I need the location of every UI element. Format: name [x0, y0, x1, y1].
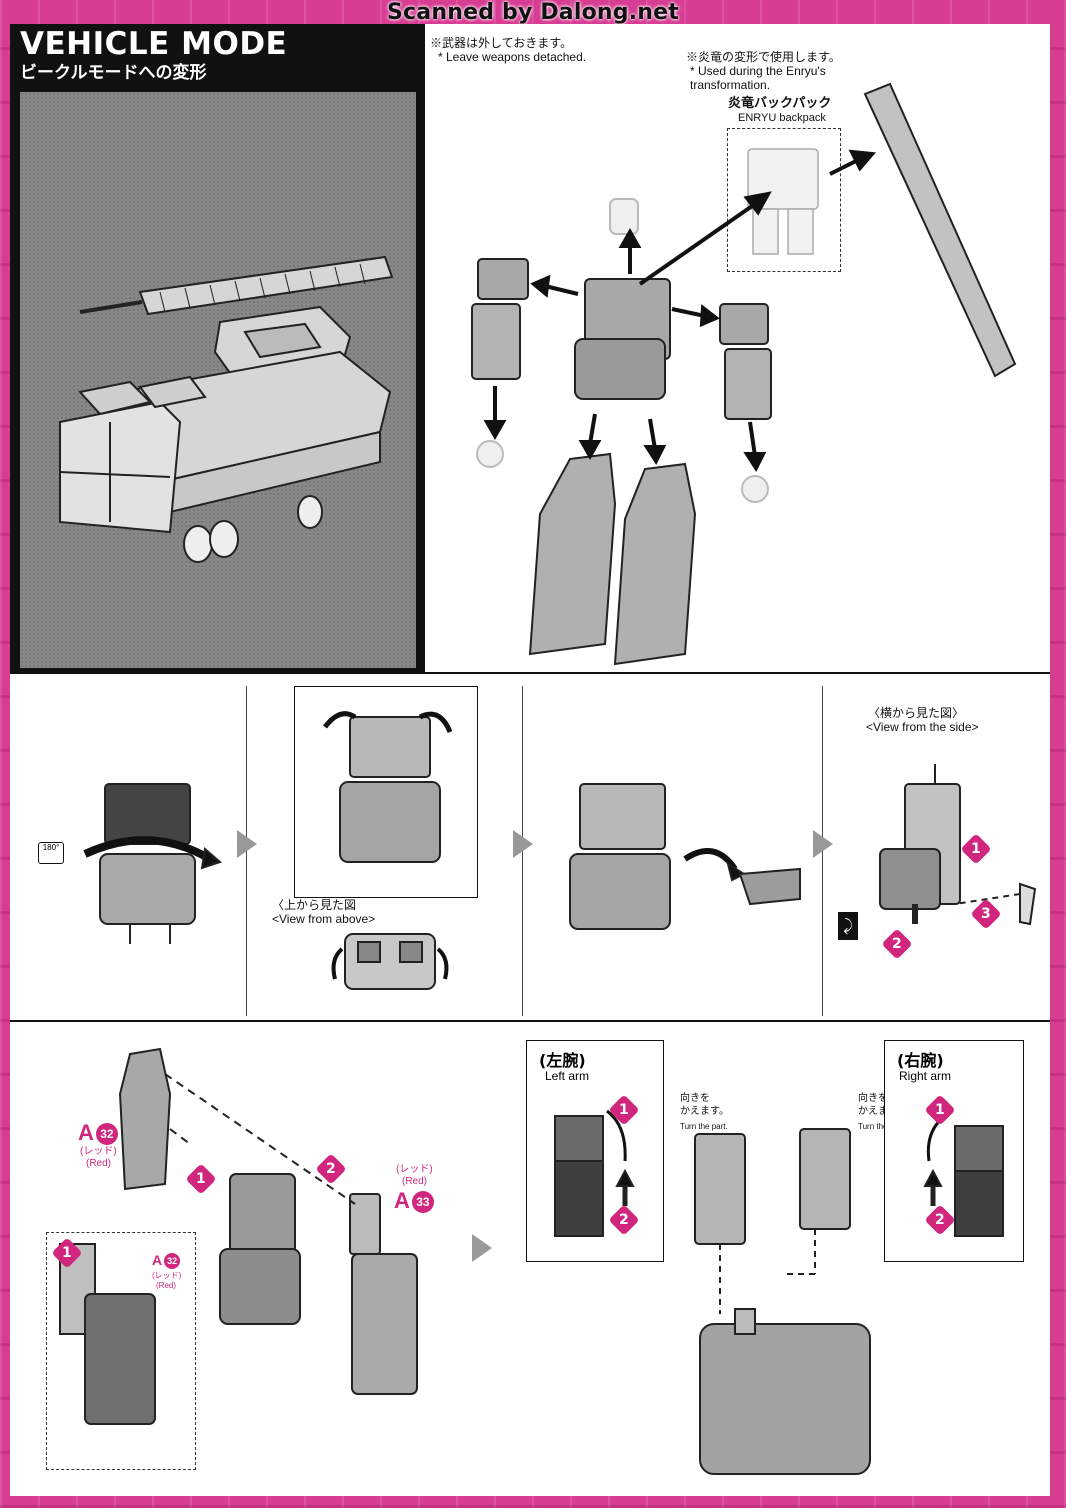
weapons-note-jp: ※武器は外しておきます。 [430, 36, 573, 50]
left-arm-title-jp: (左腕) [539, 1051, 586, 1070]
robot-exploded-diagram [471, 82, 1017, 666]
section-divider-2 [10, 1020, 1050, 1022]
left-arm-title-en: Left arm [545, 1069, 590, 1083]
part-a32-detail-color-jp: (レッド) [152, 1271, 182, 1280]
next-step-arrow [813, 830, 833, 858]
section-divider-1 [10, 672, 1050, 674]
left-arm-panel: (左腕) Left arm 1 2 [526, 1040, 664, 1262]
watermark: Scanned by Dalong.net [387, 0, 679, 25]
view-side-label-en: <View from the side> [866, 720, 979, 734]
view-above-label-jp: 〈上から見た図 [272, 898, 357, 912]
next-step-arrow [472, 1234, 492, 1262]
part-a32-color-jp: (レッド) [80, 1146, 117, 1157]
step2-torso-drawing [323, 711, 453, 863]
view-from-above-panel [294, 686, 478, 898]
backpack-label-en: ENRYU backpack [738, 112, 826, 124]
title-block: VEHICLE MODE ビークルモードへの変形 [20, 26, 287, 84]
next-step-arrow [237, 830, 257, 858]
step3-torso-drawing [569, 783, 801, 930]
vehicle-drawing [59, 255, 394, 563]
turn-part-note-left-jp: 向きを かえます。 [680, 1093, 729, 1117]
page-subtitle: ビークルモードへの変形 [20, 63, 207, 83]
right-arm-panel: (右腕) Right arm 1 2 [884, 1040, 1024, 1262]
side-view-drawing [879, 764, 1037, 926]
top-view-drawing [331, 933, 449, 990]
rotate-180-badge: 180° [38, 842, 64, 864]
weapons-note-en: * Leave weapons detached. [438, 50, 587, 64]
right-arm-title-en: Right arm [899, 1069, 952, 1083]
backpack-label-jp: 炎竜バックパック [728, 95, 832, 110]
turn-part-note-right-jp: 向きを かえます。 [858, 1093, 907, 1117]
part-a32-detail-color-en: (Red) [156, 1281, 177, 1290]
page-title: VEHICLE MODE [20, 26, 288, 62]
left-arm-drawing [554, 1109, 635, 1237]
chest-assembly-drawing [59, 1047, 418, 1425]
detail-dashed-box [46, 1232, 196, 1470]
enryu-note-en: * Used during the Enryu's transformation… [690, 64, 826, 92]
vehicle-illustration [20, 92, 416, 668]
next-step-arrow [513, 830, 533, 858]
enryu-note-jp: ※炎竜の変形で使用します。 [686, 50, 841, 64]
instruction-page: VEHICLE MODE ビークルモードへの変形 [10, 24, 1050, 1496]
rotate-part-badge: ⤸ [838, 912, 858, 940]
right-arm-drawing [923, 1114, 1004, 1237]
view-side-label-jp: 〈横から見た図〉 [868, 706, 965, 720]
right-arm-title-jp: (右腕) [897, 1051, 944, 1070]
part-a33-color-en: (Red) [402, 1176, 428, 1187]
part-a33-color-jp: (レッド) [396, 1164, 433, 1175]
step1-torso-drawing [83, 783, 222, 944]
vehicle-mode-panel: VEHICLE MODE ビークルモードへの変形 [10, 24, 425, 672]
part-a32-color-en: (Red) [86, 1158, 112, 1169]
arms-to-torso-drawing [694, 1128, 871, 1475]
turn-part-note-left-en: Turn the part. [680, 1122, 728, 1131]
view-above-label-en: <View from above> [272, 912, 376, 926]
